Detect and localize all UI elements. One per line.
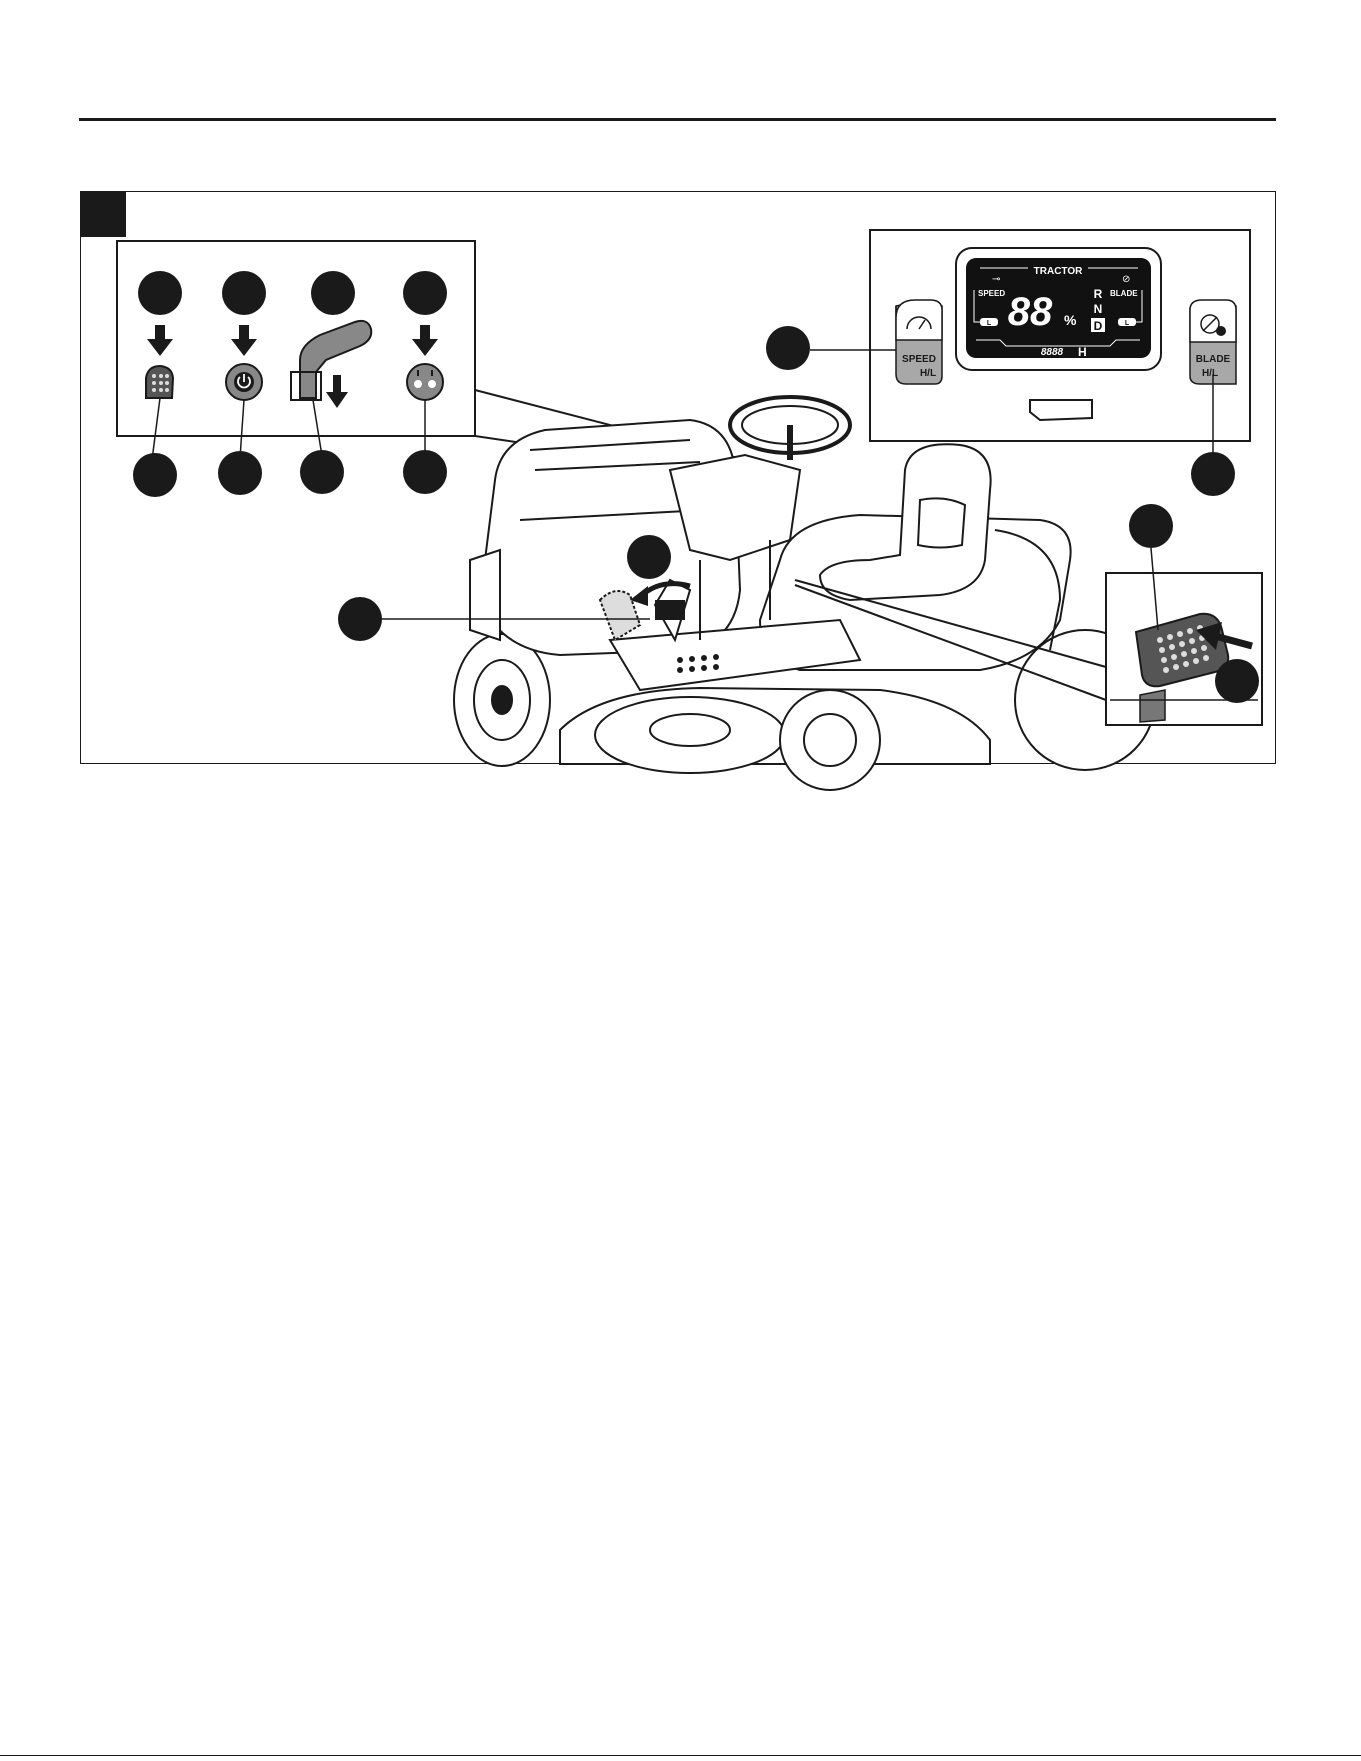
brake-pedal-icon: [146, 366, 173, 398]
lcd-speed-label: SPEED: [978, 289, 1005, 298]
callout-marker: [338, 597, 382, 641]
gear-d: D: [1094, 319, 1103, 333]
headlight-switch-icon: [407, 364, 443, 400]
callout-marker: [311, 271, 355, 315]
callout-marker: [403, 450, 447, 494]
callout-marker: [1129, 504, 1173, 548]
key-slot: [1030, 400, 1092, 420]
callout-marker: [1215, 659, 1259, 703]
blade-icon: ⊘: [1122, 274, 1130, 285]
callout-marker: [138, 271, 182, 315]
controls-inset: [117, 241, 475, 497]
blade-button-line1: BLADE: [1196, 354, 1231, 365]
callout-marker: [218, 451, 262, 495]
tractor-illustration: [454, 397, 1155, 790]
callout-marker: [403, 271, 447, 315]
lcd-hour-unit: H: [1078, 345, 1087, 359]
callout-marker: [300, 450, 344, 494]
gear-n: N: [1094, 302, 1103, 316]
key-icon: ⊸: [992, 274, 1000, 285]
speed-hl-button: SPEED H/L: [896, 300, 942, 384]
blade-button-line2: H/L: [1202, 368, 1218, 379]
lcd-percent-sign: %: [1064, 312, 1077, 328]
callout-marker: [627, 535, 671, 579]
lcd-hour-digits: 8888: [1041, 347, 1064, 358]
lcd-blade-level: L: [1125, 320, 1130, 327]
blade-hl-button: BLADE H/L: [1190, 300, 1236, 384]
lcd-percent-digits: 88: [1008, 290, 1053, 334]
callout-marker: [766, 326, 810, 370]
speed-button-line1: SPEED: [902, 354, 936, 365]
power-button-icon: [226, 364, 262, 400]
speed-button-line2: H/L: [920, 368, 936, 379]
callout-marker: [222, 271, 266, 315]
callout-marker: [133, 453, 177, 497]
gear-r: R: [1094, 287, 1103, 301]
callout-marker: [1191, 452, 1235, 496]
display-panel-inset: TRACTOR ⊸ ⊘ SPEED BLADE L L 88 % R N D 8…: [766, 230, 1250, 496]
lcd-speed-level: L: [987, 320, 992, 327]
lcd-blade-label: BLADE: [1110, 289, 1138, 298]
lcd-title: TRACTOR: [1034, 266, 1083, 277]
